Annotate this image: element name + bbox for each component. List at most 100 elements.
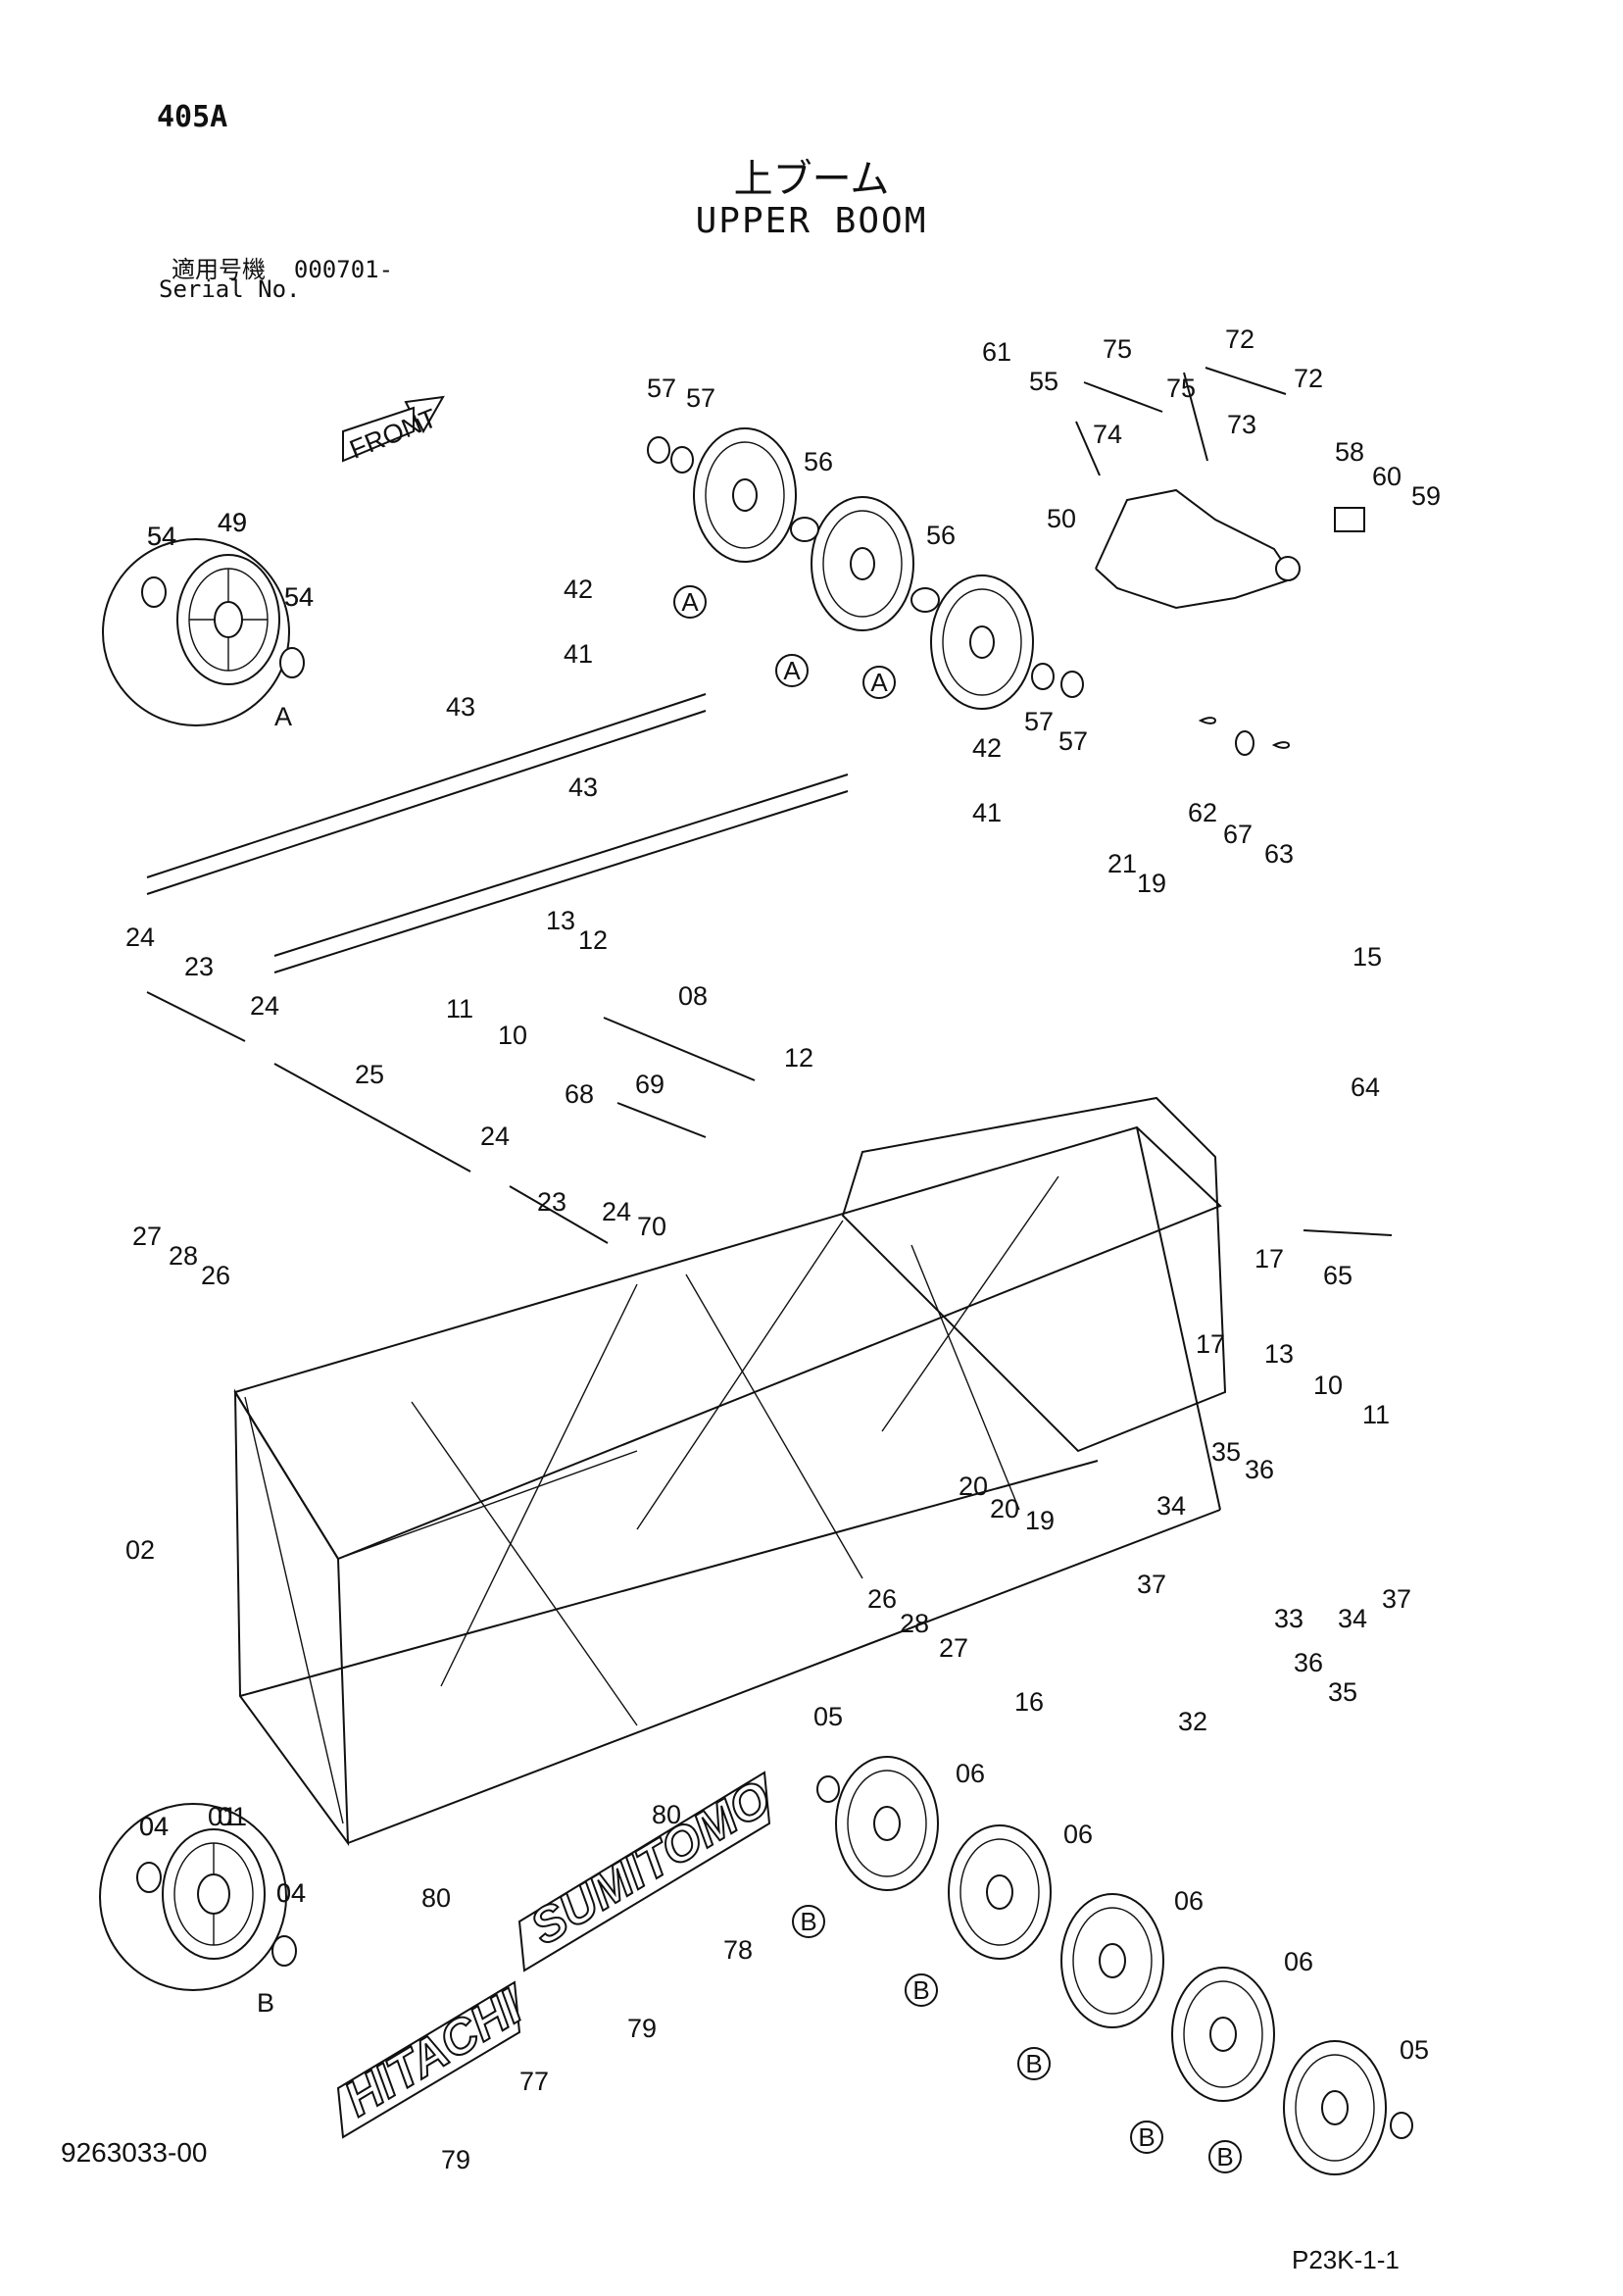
part-callout-13: 13 — [546, 906, 575, 935]
sheave-marker-b-letter: B — [912, 1975, 929, 2005]
part-label: 04 — [276, 1878, 306, 1908]
part-callout-79: 79 — [627, 2014, 657, 2043]
serial-label-japanese: 適用号機 — [172, 256, 266, 283]
part-callout-34: 34 — [1338, 1604, 1367, 1633]
part-callout-56: 56 — [804, 447, 833, 476]
plate-icon — [1334, 507, 1365, 532]
sheave-marker-b — [905, 1973, 938, 2007]
part-callout-11: 11 — [1362, 1400, 1390, 1429]
part-callout-17: 17 — [1254, 1244, 1284, 1273]
part-callout-19: 19 — [1025, 1506, 1055, 1535]
lower-sheave-set: B B B B B — [792, 1756, 1413, 2175]
detail-view-a: 54 49 54 A — [102, 508, 314, 731]
guide-bracket-assembly — [1075, 367, 1365, 756]
document-code: 9263033-00 — [61, 2137, 208, 2168]
part-callout-25: 25 — [355, 1060, 384, 1089]
sheave-marker-b — [1130, 2121, 1163, 2154]
part-callout-20: 20 — [959, 1472, 988, 1501]
part-callout-26: 26 — [201, 1261, 230, 1290]
part-callout-54: 54 — [147, 522, 176, 551]
spring-icon — [1198, 717, 1216, 724]
part-callout-57: 57 — [647, 374, 676, 403]
sheave-marker-a-letter: A — [870, 668, 888, 697]
part-callout-61: 61 — [982, 337, 1011, 367]
part-callout-23: 23 — [537, 1187, 566, 1217]
sheave-marker-b-letter: B — [1138, 2122, 1155, 2152]
part-callout-05: 05 — [1400, 2035, 1429, 2065]
page-title-japanese: 上ブーム — [733, 157, 890, 202]
bearing-icon — [271, 1935, 297, 1967]
part-callout-72: 72 — [1225, 324, 1254, 354]
part-callout-24: 24 — [250, 991, 279, 1021]
serial-from: 000701- — [293, 256, 394, 283]
part-callout-15: 15 — [1352, 942, 1382, 972]
part-callout-42: 42 — [564, 574, 593, 604]
part-callout-57: 57 — [1024, 707, 1054, 736]
part-callout-19: 19 — [1137, 869, 1166, 898]
part-callout-02: 02 — [125, 1535, 155, 1565]
serial-applicability: 適用号機 000701- — [172, 250, 393, 284]
part-callout-78: 78 — [723, 1935, 753, 1965]
detail-view-b: 04 01 04 B — [99, 1802, 306, 2018]
part-callout-21: 21 — [1107, 849, 1137, 878]
wire-rope — [146, 693, 707, 878]
part-callout-80: 80 — [652, 1800, 681, 1829]
sheave-icon — [162, 1828, 266, 1960]
washer-icon — [816, 1775, 840, 1803]
part-callout-24: 24 — [480, 1122, 510, 1151]
part-callout-43: 43 — [446, 692, 475, 722]
part-callout-41: 41 — [564, 639, 593, 669]
part-callout-06: 06 — [1174, 1886, 1204, 1916]
part-callout-80: 80 — [421, 1883, 451, 1913]
upper-sheave-set: A A A — [647, 427, 1084, 710]
part-callout-08: 08 — [678, 981, 708, 1011]
part-callout-79: 79 — [441, 2145, 470, 2174]
part-callout-75: 75 — [1103, 334, 1132, 364]
part-callout-69: 69 — [635, 1070, 664, 1099]
part-label: 01 — [208, 1802, 237, 1831]
part-callout-68: 68 — [565, 1079, 594, 1109]
part-label: 54 — [284, 582, 314, 612]
part-callout-36: 36 — [1245, 1455, 1274, 1484]
part-callout-10: 10 — [498, 1021, 527, 1050]
part-callout-57: 57 — [1058, 726, 1088, 756]
part-callouts: 0102040405050606060608101011111212131315… — [125, 324, 1441, 2174]
part-callout-65: 65 — [1323, 1261, 1352, 1290]
part-callout-60: 60 — [1372, 462, 1402, 491]
sheave-icon — [835, 1756, 939, 1891]
bushing-icon — [1275, 556, 1301, 581]
part-callout-67: 67 — [1223, 820, 1253, 849]
part-callout-35: 35 — [1211, 1437, 1241, 1467]
part-callout-11: 11 — [446, 994, 473, 1023]
brand-plate-sumitomo-text: SUMITOMO — [521, 1770, 780, 1955]
part-callout-63: 63 — [1264, 839, 1294, 869]
part-callout-59: 59 — [1411, 481, 1441, 511]
upper-boom-frame — [233, 1096, 1227, 1847]
sheave-marker-a — [775, 654, 809, 687]
part-callout-28: 28 — [900, 1609, 929, 1638]
sheave-marker-a-letter: A — [783, 656, 801, 685]
page-reference: P23K-1-1 — [1292, 2245, 1400, 2274]
part-callout-06: 06 — [1284, 1947, 1313, 1976]
part-label: 04 — [139, 1812, 169, 1841]
part-callout-73: 73 — [1227, 410, 1256, 439]
sheave-icon — [1060, 1893, 1164, 2028]
washer-icon — [670, 446, 694, 474]
part-callout-70: 70 — [637, 1212, 666, 1241]
page-code: 405A — [157, 100, 228, 134]
sheave-marker-b — [1017, 2047, 1051, 2080]
part-callout-27: 27 — [132, 1222, 162, 1251]
brand-plate-hitachi: HITACHI — [334, 1977, 532, 2139]
part-callout-23: 23 — [184, 952, 214, 981]
bearing-icon — [141, 576, 167, 608]
sheave-icon — [693, 427, 797, 563]
spacer-icon — [1235, 730, 1254, 756]
spring-icon — [1271, 741, 1290, 749]
brand-plate-hitachi-text: HITACHI — [335, 1978, 531, 2126]
wire-rope-set — [146, 693, 849, 973]
detail-letter: B — [257, 1988, 274, 2018]
part-callout-55: 55 — [1029, 367, 1058, 396]
part-callout-75: 75 — [1166, 374, 1196, 403]
washer-icon — [1060, 671, 1084, 698]
